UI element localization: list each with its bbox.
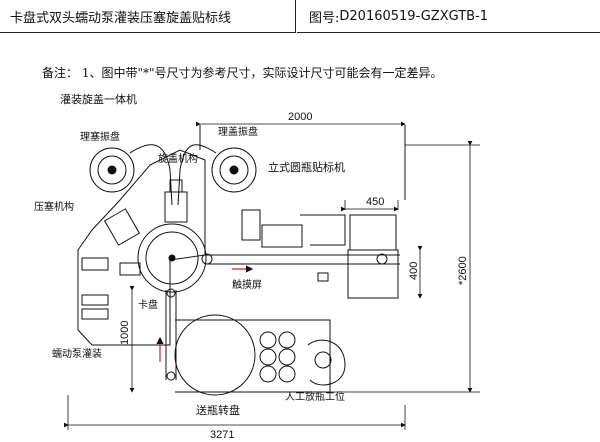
drawing-number-label: 图号: [309, 10, 340, 26]
labeler-base [347, 249, 399, 299]
vertical-conveyor [165, 290, 177, 380]
label-manual-station: 人工放瓶工位 [285, 390, 345, 403]
operator-figure [314, 351, 332, 369]
dim-450: 450 [366, 196, 384, 208]
pump-unit-2 [81, 294, 109, 306]
stopper-press-mechanism [103, 208, 141, 246]
label-fill-cap-unit: 灌装旋盖一体机 [60, 92, 137, 106]
labeler-conveyor [205, 254, 400, 265]
pump-unit-1 [81, 257, 109, 271]
pump-unit-3 [81, 308, 109, 320]
label-capping-mech: 旋盖机构 [158, 152, 198, 165]
dim-2600: *2600 [457, 256, 469, 285]
label-pump-fill: 蠕动泵灌装 [52, 347, 102, 360]
dim-3271: 3271 [210, 429, 234, 441]
chuck-turntable [137, 223, 207, 293]
drawing-title-text: 卡盘式双头蠕动泵灌装压塞旋盖贴标线 [10, 10, 232, 26]
label-touchscreen: 触摸屏 [232, 278, 262, 291]
labeler-head [241, 209, 261, 241]
label-chuck: 卡盘 [138, 298, 158, 311]
bottle [259, 331, 277, 349]
capping-mechanism [164, 191, 188, 223]
label-stopper-vibrator: 理塞振盘 [80, 130, 120, 143]
filler-frame [77, 149, 206, 346]
dim-2000: 2000 [288, 111, 312, 123]
feed-turntable [174, 314, 256, 396]
dim-400: 400 [408, 262, 420, 280]
label-stopper-press: 压塞机构 [34, 200, 74, 213]
label-feed-turntable: 送瓶转盘 [196, 403, 240, 417]
drawing-number: 图号:D20160519-GZXGTB-1 [297, 0, 600, 33]
stopper-vibrator-disc [89, 147, 135, 193]
drawing-number-value: D20160519-GZXGTB-1 [339, 8, 489, 24]
drawing-note: 备注： 1、图中带"*"号尺寸为参考尺寸，实际设计尺寸可能会有一定差异。 [42, 66, 443, 80]
label-cap-vibrator: 理盖振盘 [218, 125, 258, 138]
dim-1000: 1000 [119, 321, 131, 345]
cap-vibrator-disc [211, 147, 257, 193]
label-labeler: 立式圆瓶贴标机 [268, 160, 345, 174]
drawing-title: 卡盘式双头蠕动泵灌装压塞旋盖贴标线 [0, 0, 296, 33]
